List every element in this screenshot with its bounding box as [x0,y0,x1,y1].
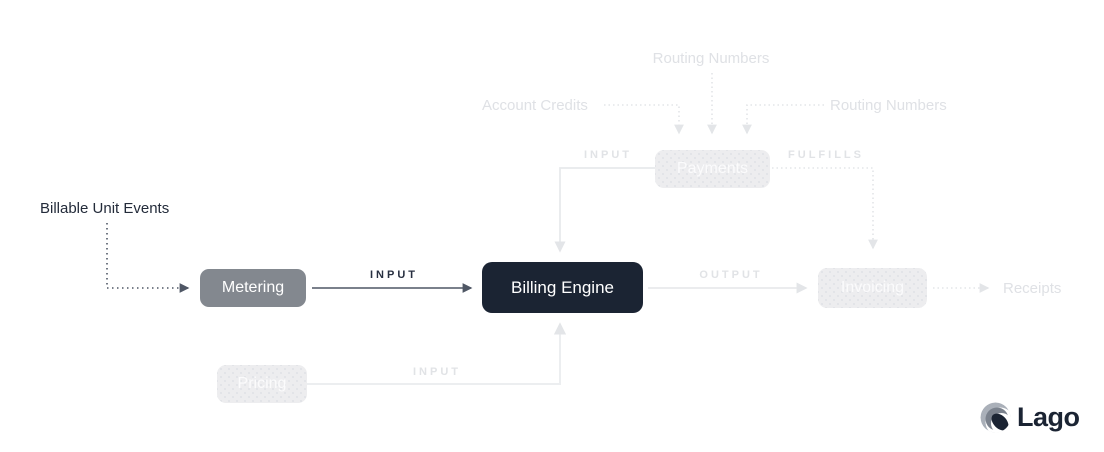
edge-label-pricing-input: INPUT [413,366,461,378]
lago-logo-text: Lago [1017,402,1080,432]
label-routing-numbers-top: Routing Numbers [652,50,770,67]
edge-label-output: OUTPUT [699,269,763,281]
edge-pricing-to-billing-engine [307,322,567,385]
node-billing-engine[interactable]: Billing Engine [482,262,643,313]
label-billable-unit-events: Billable Unit Events [40,200,170,217]
edge-payments-fulfills-invoicing [772,167,878,250]
edge-label-payments-input: INPUT [584,149,632,161]
edge-label-fulfills: FULFILLS [788,149,864,161]
node-pricing[interactable]: Pricing [217,365,307,403]
node-metering[interactable]: Metering [200,269,306,307]
label-account-credits: Account Credits [482,97,588,114]
edge-payments-to-billing-engine [554,167,655,253]
edge-billable-events-to-metering [106,223,190,293]
edge-routing-numbers-right-to-payments [742,104,824,135]
node-invoicing[interactable]: Invoicing [818,268,927,308]
edge-label-metering-input: INPUT [370,269,418,281]
label-receipts: Receipts [1003,280,1062,297]
lago-sphere-icon [980,402,1011,433]
label-routing-numbers-right: Routing Numbers [830,97,947,114]
edge-account-credits-to-payments [604,104,684,135]
node-payments[interactable]: Payments [655,150,770,188]
lago-logo: Lago [980,402,1080,433]
